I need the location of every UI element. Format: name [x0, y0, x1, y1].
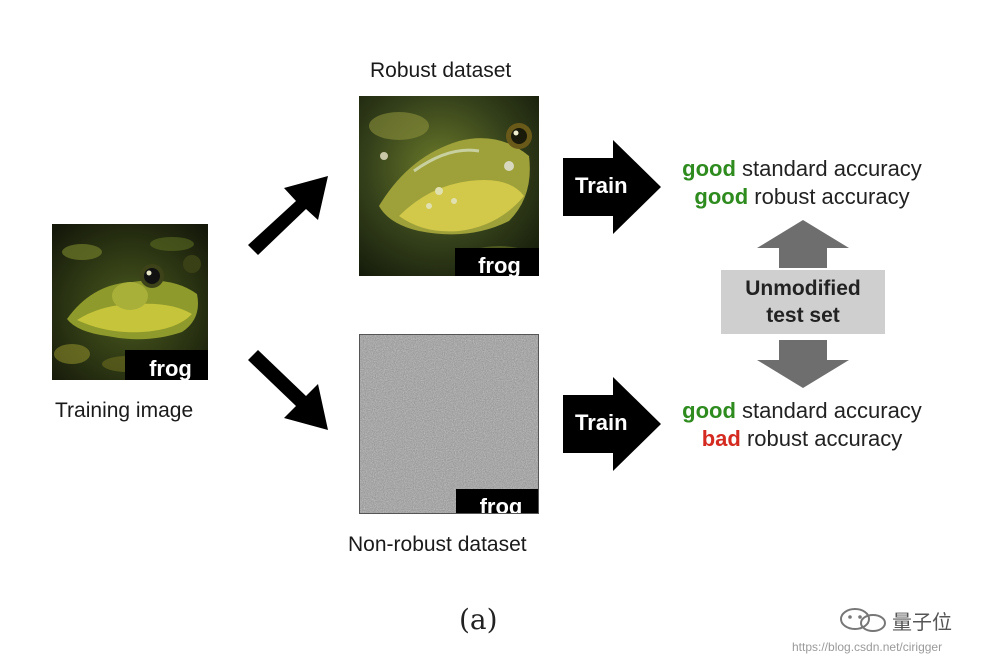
top-result-line2: good robust accuracy	[672, 183, 932, 211]
train-label-top: Train	[575, 173, 628, 198]
nonrobust-dataset-caption: Non-robust dataset	[348, 533, 527, 556]
unmodified-test-set-box: Unmodified test set	[721, 270, 885, 334]
bottom-result: good standard accuracy bad robust accura…	[672, 397, 932, 453]
robust-dataset-caption: Robust dataset	[370, 59, 512, 82]
bottom-result-line1: good standard accuracy	[672, 397, 932, 425]
training-image: frog	[52, 224, 208, 380]
wechat-logo-icon	[840, 608, 886, 632]
watermark-url: https://blog.csdn.net/cirigger	[792, 640, 943, 654]
robust-frog-label: frog	[455, 248, 539, 276]
nonrobust-noise-picture	[360, 335, 538, 513]
bottom-standard-verdict: good	[682, 398, 736, 423]
train-arrow-bottom-icon	[563, 377, 661, 471]
training-image-caption: Training image	[55, 399, 194, 422]
robust-image: frog	[359, 96, 539, 276]
bottom-standard-text: standard accuracy	[735, 398, 922, 423]
bottom-robust-verdict: bad	[701, 426, 741, 451]
arrow-up-right-icon	[248, 176, 328, 255]
training-frog-picture	[52, 224, 208, 380]
top-robust-verdict: good	[694, 184, 749, 209]
nonrobust-frog-label: frog	[456, 489, 538, 513]
top-result-line1: good standard accuracy	[672, 155, 932, 183]
training-frog-label: frog	[125, 350, 208, 380]
top-robust-text: robust accuracy	[748, 184, 910, 209]
bottom-result-line2: bad robust accuracy	[672, 425, 932, 453]
train-arrow-top: Train	[563, 140, 663, 234]
gray-arrow-down-icon	[757, 340, 849, 388]
gray-arrow-up-icon	[757, 220, 849, 268]
nonrobust-image: frog	[359, 334, 539, 514]
watermark-logo-text: 量子位	[892, 612, 952, 634]
test-set-line1: Unmodified	[745, 277, 861, 300]
figure-label: (a)	[459, 603, 498, 636]
robust-frog-picture	[359, 96, 539, 276]
top-standard-text: standard accuracy	[735, 156, 922, 181]
arrow-down-right-icon	[248, 350, 328, 430]
test-set-line2: test set	[766, 304, 840, 327]
top-standard-verdict: good	[682, 156, 736, 181]
train-arrow-top-icon	[563, 140, 661, 234]
top-result: good standard accuracy good robust accur…	[672, 155, 932, 211]
train-arrow-bottom: Train	[563, 377, 663, 471]
train-label-bottom: Train	[575, 410, 628, 435]
bottom-robust-text: robust accuracy	[740, 426, 903, 451]
